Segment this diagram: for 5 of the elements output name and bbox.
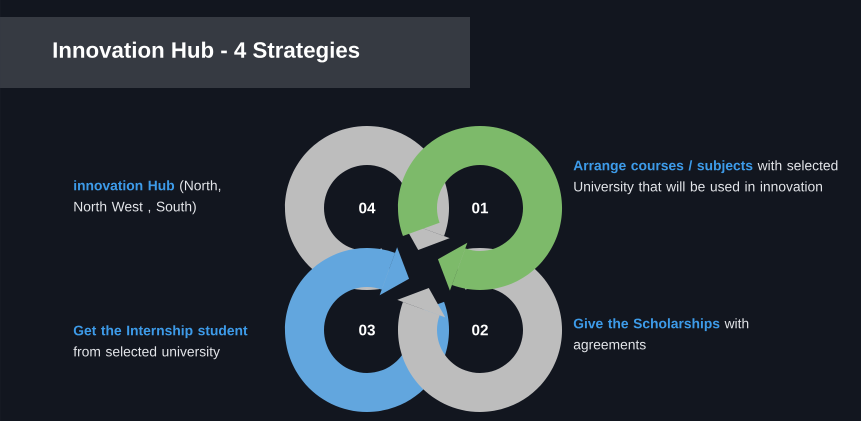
description-text: Get the Internship student from selected university [73,325,248,360]
numbered-ring: 01 [398,126,562,291]
description-text: innovation Hub (North, North West , South) [74,180,220,214]
title-banner: Innovation Hub - 4 Strategies [0,17,470,88]
description-text: Give the Scholarships with agreements [574,318,748,352]
